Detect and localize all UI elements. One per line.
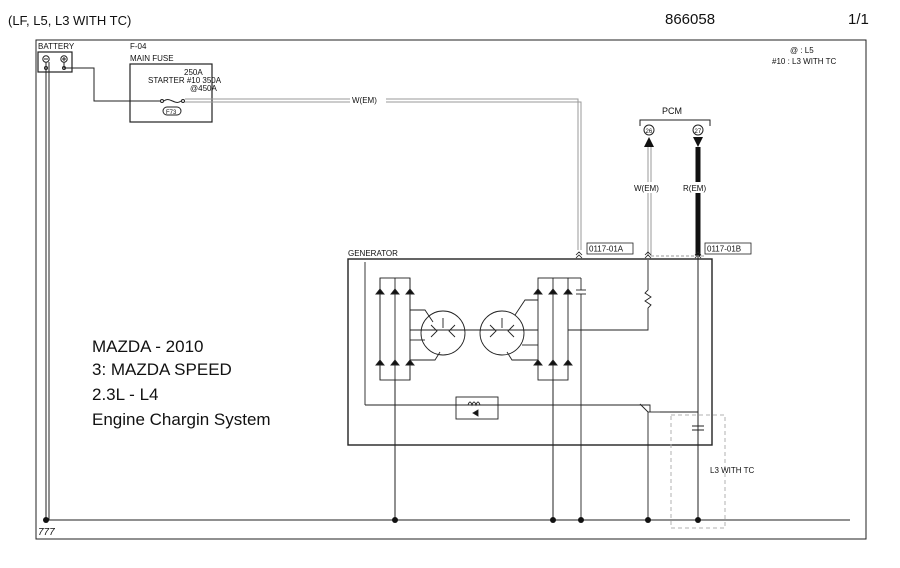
ground-symbol: 777 <box>38 527 55 538</box>
generator-label: GENERATOR <box>348 249 398 258</box>
battery-feed-wire: W(EM) <box>185 94 582 250</box>
caption-engine: 2.3L - L4 <box>92 385 158 404</box>
legend-line-2: #10 : L3 WITH TC <box>772 57 837 66</box>
option-box-l3-tc: L3 WITH TC <box>670 414 755 529</box>
pcm-wire-27-label: R(EM) <box>683 184 706 193</box>
pcm-wire-26-label: W(EM) <box>634 184 659 193</box>
document-number: 866058 <box>665 11 715 28</box>
legend-line-1: @ : L5 <box>790 46 814 55</box>
fuse-tag: F73 <box>166 110 177 116</box>
page-indicator: 1/1 <box>848 11 869 28</box>
fuse-rating-2: STARTER #10 350A <box>148 76 222 85</box>
fuse-id: F-04 <box>130 42 147 51</box>
generator-internals <box>364 260 698 520</box>
option-box-label: L3 WITH TC <box>710 466 755 475</box>
caption-system: Engine Chargin System <box>92 410 271 429</box>
pcm-pin-27: 27 <box>695 129 702 135</box>
splice-points <box>43 517 701 523</box>
pcm-label: PCM <box>662 106 682 116</box>
fuse-rating-1: 250A <box>184 68 203 77</box>
caption-model: 3: MAZDA SPEED <box>92 360 232 379</box>
main-fuse: F-04 MAIN FUSE 250A STARTER #10 350A @45… <box>129 42 222 123</box>
fuse-name: MAIN FUSE <box>130 54 174 63</box>
battery-positive-wire <box>63 62 160 102</box>
caption-block: MAZDA - 2010 3: MAZDA SPEED 2.3L - L4 En… <box>92 337 271 429</box>
diagram-frame <box>35 39 867 540</box>
battery-feed-wire-label: W(EM) <box>352 96 377 105</box>
pcm-pin-26: 26 <box>646 129 653 135</box>
connector-0117-01A: 0117-01A <box>589 245 624 254</box>
connector-0117-01B: 0117-01B <box>707 245 741 254</box>
variant-title: (LF, L5, L3 WITH TC) <box>8 13 131 28</box>
fuse-rating-3: @450A <box>190 84 217 93</box>
generator-output-wires <box>394 256 699 520</box>
battery-label: BATTERY <box>38 42 75 51</box>
pcm-connector: PCM 26 27 <box>639 106 711 147</box>
generator-box <box>347 258 713 446</box>
caption-make: MAZDA - 2010 <box>92 337 204 356</box>
